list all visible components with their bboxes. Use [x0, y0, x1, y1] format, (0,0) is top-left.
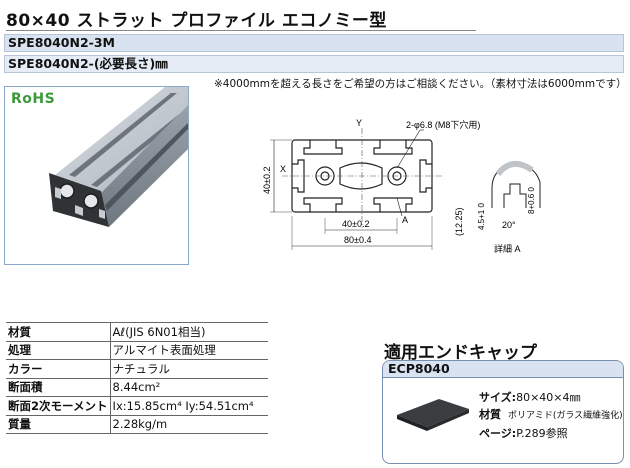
spec-value: ナチュラル: [109, 359, 268, 379]
detail-caption: 詳細 A: [494, 243, 521, 254]
endcap-panel: ECP8040 サイズ:80×40×4㎜ 材質 ポリアミド(ガラス繊維強化) ペ…: [382, 360, 624, 464]
page-title: 80×40 ストラット プロファイル エコノミー型: [6, 6, 476, 31]
spec-value: アルマイト表面処理: [109, 341, 268, 360]
endcap-material-value: ポリアミド(ガラス繊維強化): [508, 411, 623, 421]
page-title-text: 80×40 ストラット プロファイル エコノミー型: [6, 11, 387, 31]
endcap-material-label: 材質: [479, 408, 501, 421]
endcap-specs: サイズ:80×40×4㎜ 材質 ポリアミド(ガラス繊維強化) ページ:P.289…: [479, 389, 623, 442]
cross-section-svg: Y X 2-φ6.8 (M8下穴用) 40±0.2 40±0.2 80±0.4 …: [262, 118, 541, 254]
hole-callout: 2-φ6.8 (M8下穴用): [406, 119, 480, 130]
endcap-size-value: 80×40×4㎜: [516, 391, 581, 404]
product-photo: RoHS: [4, 86, 189, 265]
detail-dim-2: 4.5+1 0: [477, 203, 486, 230]
spec-key: 断面積: [6, 378, 111, 397]
width-dimension: 80±0.4: [344, 235, 371, 245]
spec-value: Ix:15.85cm⁴ Iy:54.51cm⁴: [109, 396, 268, 416]
endcap-image: [397, 399, 469, 431]
spec-key: 処理: [6, 341, 111, 360]
endcap-title: 適用エンドキャップ: [384, 343, 537, 363]
endcap-code: ECP8040: [383, 361, 623, 378]
section-a-marker: A: [402, 215, 408, 225]
endcap-page-label: ページ:: [479, 427, 517, 440]
table-row: 材質 Aℓ(JIS 6N01相当): [6, 322, 268, 342]
spec-key: 質量: [6, 415, 111, 434]
length-note: ※4000mmを超える長さをご希望の方はご相談ください。（素材寸法は6000mm…: [214, 78, 627, 90]
spec-value: Aℓ(JIS 6N01相当): [109, 322, 268, 342]
endcap-size-label: サイズ:: [479, 391, 517, 404]
rohs-logo: RoHS: [11, 91, 56, 107]
table-row: 断面積 8.44cm²: [6, 378, 268, 397]
spec-table: 材質 Aℓ(JIS 6N01相当) 処理 アルマイト表面処理 カラー ナチュラル…: [6, 322, 268, 434]
cross-section-drawing: Y X 2-φ6.8 (M8下穴用) 40±0.2 40±0.2 80±0.4 …: [192, 88, 628, 268]
table-row: カラー ナチュラル: [6, 359, 268, 379]
spec-value: 2.28kg/m: [109, 415, 268, 434]
spec-key: 材質: [6, 322, 111, 342]
table-row: 断面2次モーメント Ix:15.85cm⁴ Iy:54.51cm⁴: [6, 396, 268, 416]
spec-key: カラー: [6, 359, 111, 379]
profile-rendering: [49, 87, 188, 227]
axis-y-label: Y: [356, 118, 362, 128]
spec-key: 断面2次モーメント: [6, 396, 111, 416]
detail-dim-3: 8+0.6 0: [527, 187, 536, 214]
product-code-primary: SPE8040N2-3M: [4, 34, 624, 52]
table-row: 質量 2.28kg/m: [6, 415, 268, 434]
detail-dim-4: 20°: [502, 220, 516, 230]
endcap-page-value: P.289参照: [516, 427, 568, 440]
product-code-custom-length: SPE8040N2-(必要長さ)㎜: [4, 55, 624, 73]
spec-value: 8.44cm²: [109, 378, 268, 397]
axis-x-label: X: [280, 164, 286, 174]
table-row: 処理 アルマイト表面処理: [6, 341, 268, 360]
inner-width-dimension: 40±0.2: [342, 219, 369, 229]
title-underline: [6, 30, 476, 31]
height-dimension: 40±0.2: [262, 167, 272, 194]
detail-dim-1: (12.25): [454, 207, 464, 236]
